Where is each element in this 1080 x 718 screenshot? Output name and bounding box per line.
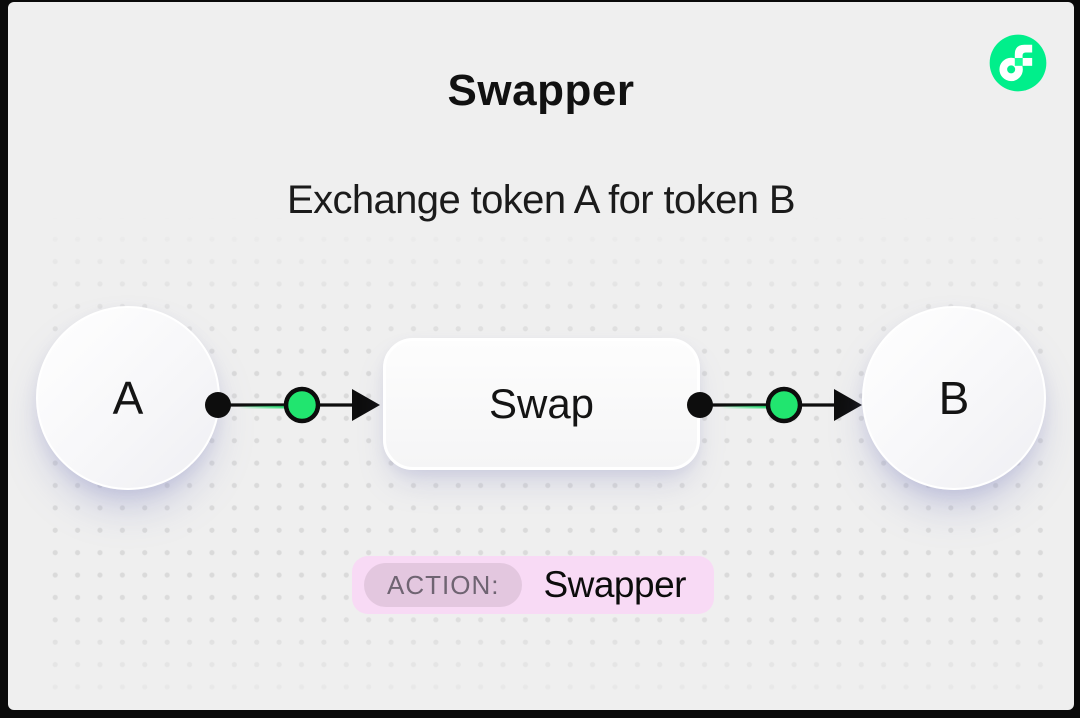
- arrowhead-icon: [352, 389, 380, 421]
- connector-a-to-swap: [205, 386, 380, 424]
- swap-node: Swap: [383, 338, 700, 470]
- token-a-label: A: [112, 372, 144, 424]
- connector-start-dot: [205, 392, 231, 418]
- swap-node-label: Swap: [488, 380, 595, 427]
- page-subtitle: Exchange token A for token B: [286, 178, 796, 222]
- flow-logo-icon: [989, 34, 1047, 92]
- action-badge-value: Swapper: [543, 564, 686, 605]
- arrowhead-icon: [834, 389, 862, 421]
- token-a-node: A: [36, 306, 220, 490]
- token-b-label: B: [938, 372, 970, 424]
- connector-swap-to-b: [687, 386, 862, 424]
- page-title: Swapper: [447, 66, 635, 115]
- green-node-icon: [283, 386, 321, 424]
- action-badge-label: ACTION:: [364, 563, 523, 607]
- connector-start-dot: [687, 392, 713, 418]
- swapper-card: Swapper Exchange token A for token B A S…: [8, 2, 1074, 710]
- green-node-icon: [765, 386, 803, 424]
- action-badge: ACTION: Swapper: [352, 556, 714, 614]
- token-b-node: B: [862, 306, 1046, 490]
